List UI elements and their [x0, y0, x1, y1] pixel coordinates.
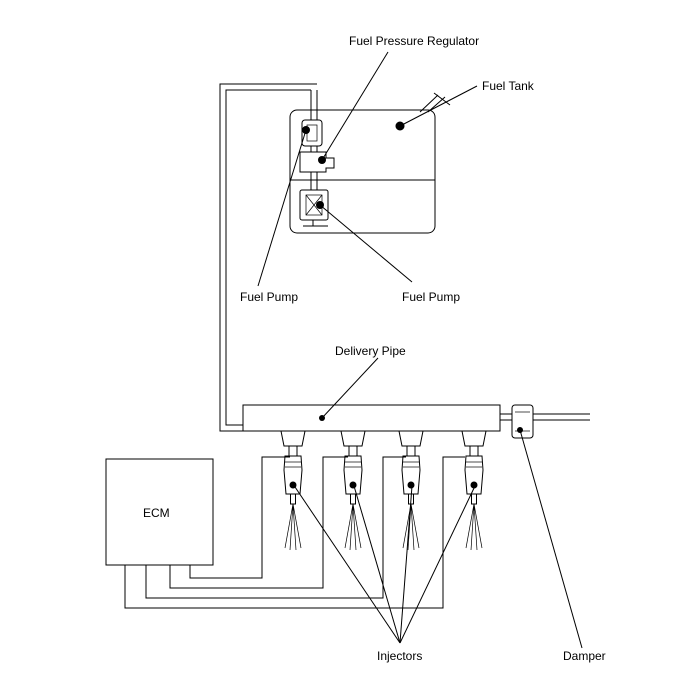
- label-fuel-pump-right: Fuel Pump: [402, 290, 460, 304]
- injector-dot: [349, 481, 357, 489]
- ecm-wiring: [124, 456, 465, 609]
- label-delivery-pipe: Delivery Pipe: [335, 344, 406, 358]
- fuel-line: [219, 83, 317, 432]
- label-ecm: ECM: [143, 506, 170, 520]
- label-injectors: Injectors: [377, 649, 422, 663]
- label-fuel-tank: Fuel Tank: [482, 79, 535, 93]
- ecm: [105, 458, 214, 566]
- labels: Fuel Pressure Regulator Fuel Tank Fuel P…: [143, 34, 606, 663]
- damper: [511, 404, 534, 439]
- injector: [340, 430, 366, 551]
- label-damper: Damper: [563, 649, 606, 663]
- injector: [398, 430, 424, 551]
- injectors-group: [280, 430, 487, 551]
- injector: [461, 430, 487, 551]
- leader-lines: [257, 51, 583, 649]
- label-fuel-pump-left: Fuel Pump: [240, 290, 298, 304]
- delivery-pipe: [242, 404, 590, 432]
- injector: [280, 430, 306, 551]
- injector-dot: [407, 481, 415, 489]
- pump-assembly: [299, 90, 335, 227]
- label-fuel-pressure-regulator: Fuel Pressure Regulator: [349, 34, 479, 48]
- injector-dot: [470, 481, 478, 489]
